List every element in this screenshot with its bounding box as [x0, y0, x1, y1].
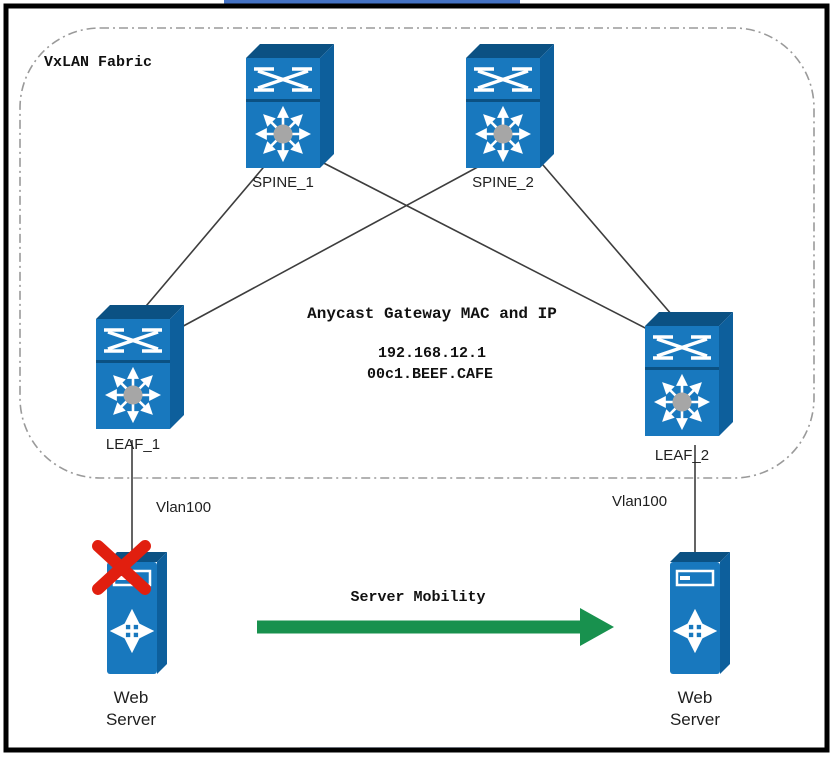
- spine2-switch-icon: [466, 44, 554, 168]
- server2-icon: [670, 552, 730, 674]
- leaf1-switch-icon: [96, 305, 184, 429]
- link-spine2-leaf1: [175, 161, 488, 331]
- fabric-label: VxLAN Fabric: [44, 54, 152, 71]
- spine1-switch-icon: [246, 44, 334, 168]
- server-mobility-arrow: [257, 608, 614, 646]
- fabric-boundary: [19, 27, 815, 479]
- spine1-label: SPINE_1: [252, 174, 314, 191]
- link-spine1-leaf1: [140, 161, 269, 313]
- leaf2-switch-icon: [645, 312, 733, 436]
- link-spine2-leaf2: [536, 157, 679, 323]
- spine2-label: SPINE_2: [472, 174, 534, 191]
- vlan100-left-label: Vlan100: [156, 499, 211, 516]
- server2-label-line2: Server: [670, 710, 720, 729]
- anycast-ip: 192.168.12.1: [378, 345, 486, 362]
- vlan100-right-label: Vlan100: [612, 493, 667, 510]
- leaf1-label: LEAF_1: [106, 436, 160, 453]
- anycast-title: Anycast Gateway MAC and IP: [307, 305, 557, 323]
- mobility-arrow-head: [580, 608, 614, 646]
- link-spine1-leaf2: [307, 154, 656, 334]
- fabric-links: [131, 154, 696, 564]
- server2-label-line1: Web: [678, 688, 713, 707]
- top-window-strip: [224, 0, 520, 6]
- outer-frame: [3, 3, 830, 753]
- server1-label-line1: Web: [114, 688, 149, 707]
- failure-x-icon: [92, 540, 151, 595]
- server1-label-line2: Server: [106, 710, 156, 729]
- leaf2-label: LEAF_2: [655, 447, 709, 464]
- anycast-mac: 00c1.BEEF.CAFE: [367, 366, 493, 383]
- mobility-label: Server Mobility: [350, 589, 485, 606]
